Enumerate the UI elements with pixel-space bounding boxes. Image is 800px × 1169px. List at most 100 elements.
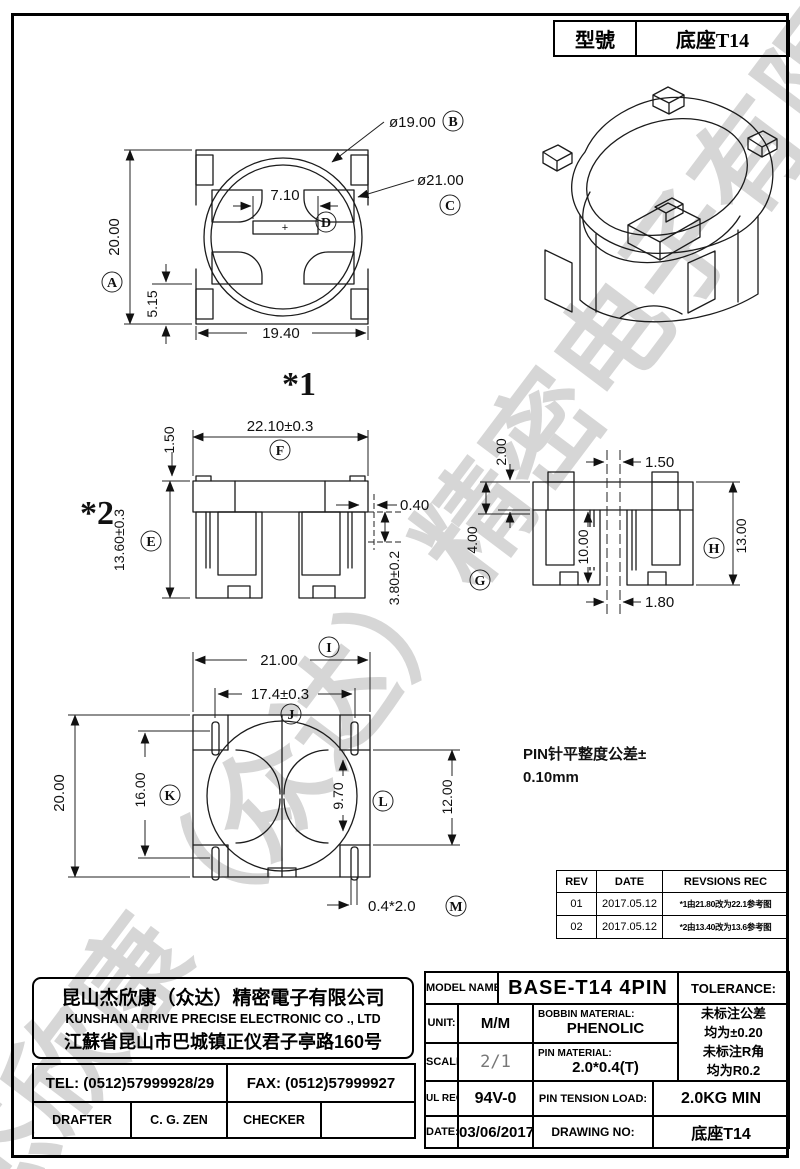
rev-number: 02 [556,915,597,939]
rev-desc: *1由21.80改为22.1参考图 [662,892,789,916]
model-name-value: BASE-T14 4PIN [497,971,680,1005]
label-d: D [321,216,331,231]
tolerance-line: 未标注公差 [701,1006,767,1021]
rev-date: 2017.05.12 [596,915,663,939]
side-view-2-geometry [532,471,694,586]
company-name-cn: 昆山杰欣康（众达）精密電子有限公司 [61,987,385,1009]
unit-value: M/M [456,1003,535,1044]
label-a: A [107,276,118,291]
model-value: 底座T14 [635,20,790,57]
label-h: H [709,542,720,557]
side-view-1-dim-lines [162,430,402,599]
dim-side1-width: 22.10±0.3 [247,418,314,435]
contact-block: TEL: (0512)57999928/29 FAX: (0512)579999… [32,1063,416,1103]
bobbin-material-label: BOBBIN MATERIAL: [538,1008,635,1020]
date-value: 03/06/2017 [456,1115,535,1150]
label-k: K [165,789,176,804]
title-row-1: MODEL NAME: BASE-T14 4PIN TOLERANCE: [423,971,791,1005]
dim-bottom-inner-width: 17.4±0.3 [251,686,309,703]
tolerance-line: 未标注R角 [702,1043,765,1059]
title-row-2: UNIT: M/M BOBBIN MATERIAL: PHENOLIC 未标注公… [424,1002,791,1083]
desc-col-header: REVSIONS REC [662,870,789,893]
tel-fax-row: TEL: (0512)57999928/29 FAX: (0512)579999… [32,1063,416,1103]
tel-value: TEL: (0512)57999928/29 [32,1063,228,1103]
pin-tension-value: 2.0KG MIN [652,1080,791,1118]
title-row-3: SCALE: 2/1 PIN MATERIAL: 2.0*0.4(T) [424,1041,789,1083]
company-address: 江蘇省昆山市巴城镇正仪君子亭路160号 [63,1031,383,1052]
model-label: 型號 [553,20,635,57]
scale-value: 2/1 [456,1041,535,1083]
label-i: I [326,641,331,656]
drawing-no-value: 底座T14 [652,1115,791,1150]
dim-bottom-width: 21.00 [260,652,298,669]
dim-side1-height: 13.60±0.3 [111,509,127,571]
side-view-2-dim-lines [478,457,740,607]
pin-note-line2: 0.10mm [523,768,579,786]
label-e: E [146,535,155,550]
dim-front-step: 5.15 [144,290,160,317]
dim-side2-slot-bottom: 1.80 [645,594,674,611]
pin-material-cell: PIN MATERIAL: 2.0*0.4(T) [532,1041,680,1083]
dim-side2-tab: 2.00 [493,438,509,465]
isometric-view [542,86,778,323]
note-star1: *1 [282,366,316,403]
revision-row: 02 2017.05.12 *2由13.40改为13.6参考图 [556,915,789,939]
drafter-row: DRAFTER C. G. ZEN CHECKER [32,1101,416,1139]
company-info-box: 昆山杰欣康（众达）精密電子有限公司 KUNSHAN ARRIVE PRECISE… [32,977,414,1059]
label-j: J [288,708,295,723]
drawing-no-label: DRAWING NO: [532,1115,655,1150]
label-g: G [475,574,486,589]
checker-label: CHECKER [226,1101,322,1139]
model-name-label: MODEL NAME: [423,971,500,1005]
dim-side1-pin: 3.80±0.2 [386,551,402,606]
title-row-5: DATE: 03/06/2017 DRAWING NO: 底座T14 [424,1115,791,1150]
dim-side1-lip: 1.50 [161,426,177,453]
title-row-4: UL REC: 94V-0 PIN TENSION LOAD: 2.0KG MI… [424,1080,791,1118]
rev-col-header: REV [556,870,597,893]
dim-front-inner-dia: ø19.00 [389,114,436,131]
dim-side2-slot-top: 1.50 [645,454,674,471]
center-pad-mark: + [282,222,288,234]
revision-row: 01 2017.05.12 *1由21.80改为22.1参考图 [556,892,789,916]
dim-front-width: 19.40 [262,325,300,342]
bobbin-material-value: PHENOLIC [566,1019,645,1037]
date-col-header: DATE [596,870,663,893]
unit-label: UNIT: [424,1003,459,1044]
model-header-box: 型號 底座T14 [553,20,790,57]
revision-table: REV DATE REVSIONS REC 01 2017.05.12 *1由2… [556,870,789,939]
rev-date: 2017.05.12 [596,892,663,916]
dim-side2-height: 13.00 [733,518,749,553]
scale-label: SCALE: [424,1041,459,1083]
tolerance-line: 均为R0.2 [706,1062,761,1078]
pin-tension-label: PIN TENSION LOAD: [532,1080,655,1118]
title-block: MODEL NAME: BASE-T14 4PIN TOLERANCE: UNI… [423,971,791,1150]
center-lines [606,450,621,615]
drawing-canvas: + 7.10 D 20.00 A 5.15 [51,86,778,917]
label-f: F [276,444,285,459]
sheet-border-frame [11,13,789,1158]
rev-desc: *2由13.40改为13.6参考图 [662,915,789,939]
dim-side1-step: 0.40 [400,497,429,514]
revision-header-row: REV DATE REVSIONS REC [556,870,789,893]
dim-bottom-pin: 0.4*2.0 [368,898,416,915]
dim-bottom-side: 12.00 [439,779,455,814]
dim-side2-depth: 10.00 [575,529,591,564]
checker-value [320,1101,416,1139]
side-view-2: 2.00 1.50 4.00 G 10.00 13.00 H 1.80 [464,438,749,615]
label-b: B [448,115,457,130]
company-name-en: KUNSHAN ARRIVE PRECISE ELECTRONIC CO ., … [65,1011,381,1026]
bobbin-material-cell: BOBBIN MATERIAL: PHENOLIC [532,1003,680,1044]
ul-rec-label: UL REC: [424,1080,459,1118]
label-m: M [449,900,462,915]
tolerance-notes: 未标注公差 均为±0.20 未标注R角 均为R0.2 [677,1002,791,1083]
drafter-value: C. G. ZEN [130,1101,228,1139]
fax-value: FAX: (0512)57999927 [226,1063,416,1103]
dim-front-height: 20.00 [106,218,123,256]
signature-block: DRAFTER C. G. ZEN CHECKER [32,1101,416,1139]
dim-front-outer-dia: ø21.00 [417,172,464,189]
dim-front-slot: 7.10 [270,187,299,204]
dim-bottom-height: 20.00 [51,774,68,812]
front-view: + 7.10 D 20.00 A 5.15 [101,110,464,344]
front-view-dim-lines [124,121,415,344]
